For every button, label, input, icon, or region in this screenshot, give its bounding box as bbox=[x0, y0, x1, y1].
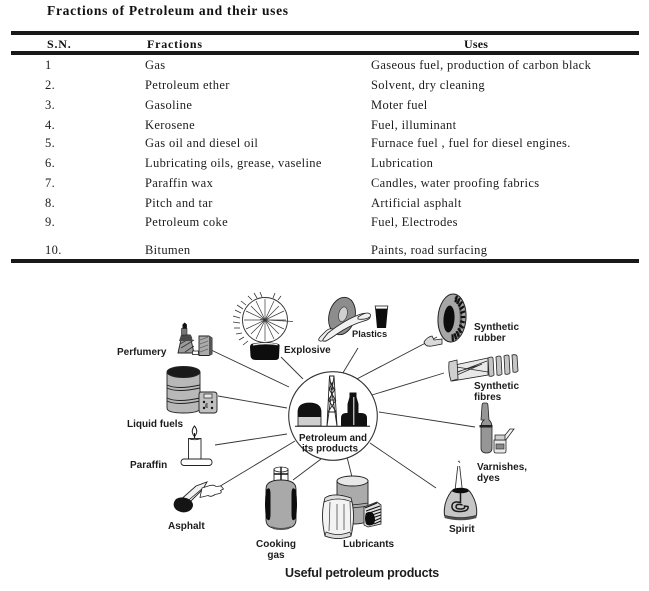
svg-text:Petroleum and: Petroleum and bbox=[299, 433, 367, 444]
svg-text:its products: its products bbox=[302, 444, 359, 455]
